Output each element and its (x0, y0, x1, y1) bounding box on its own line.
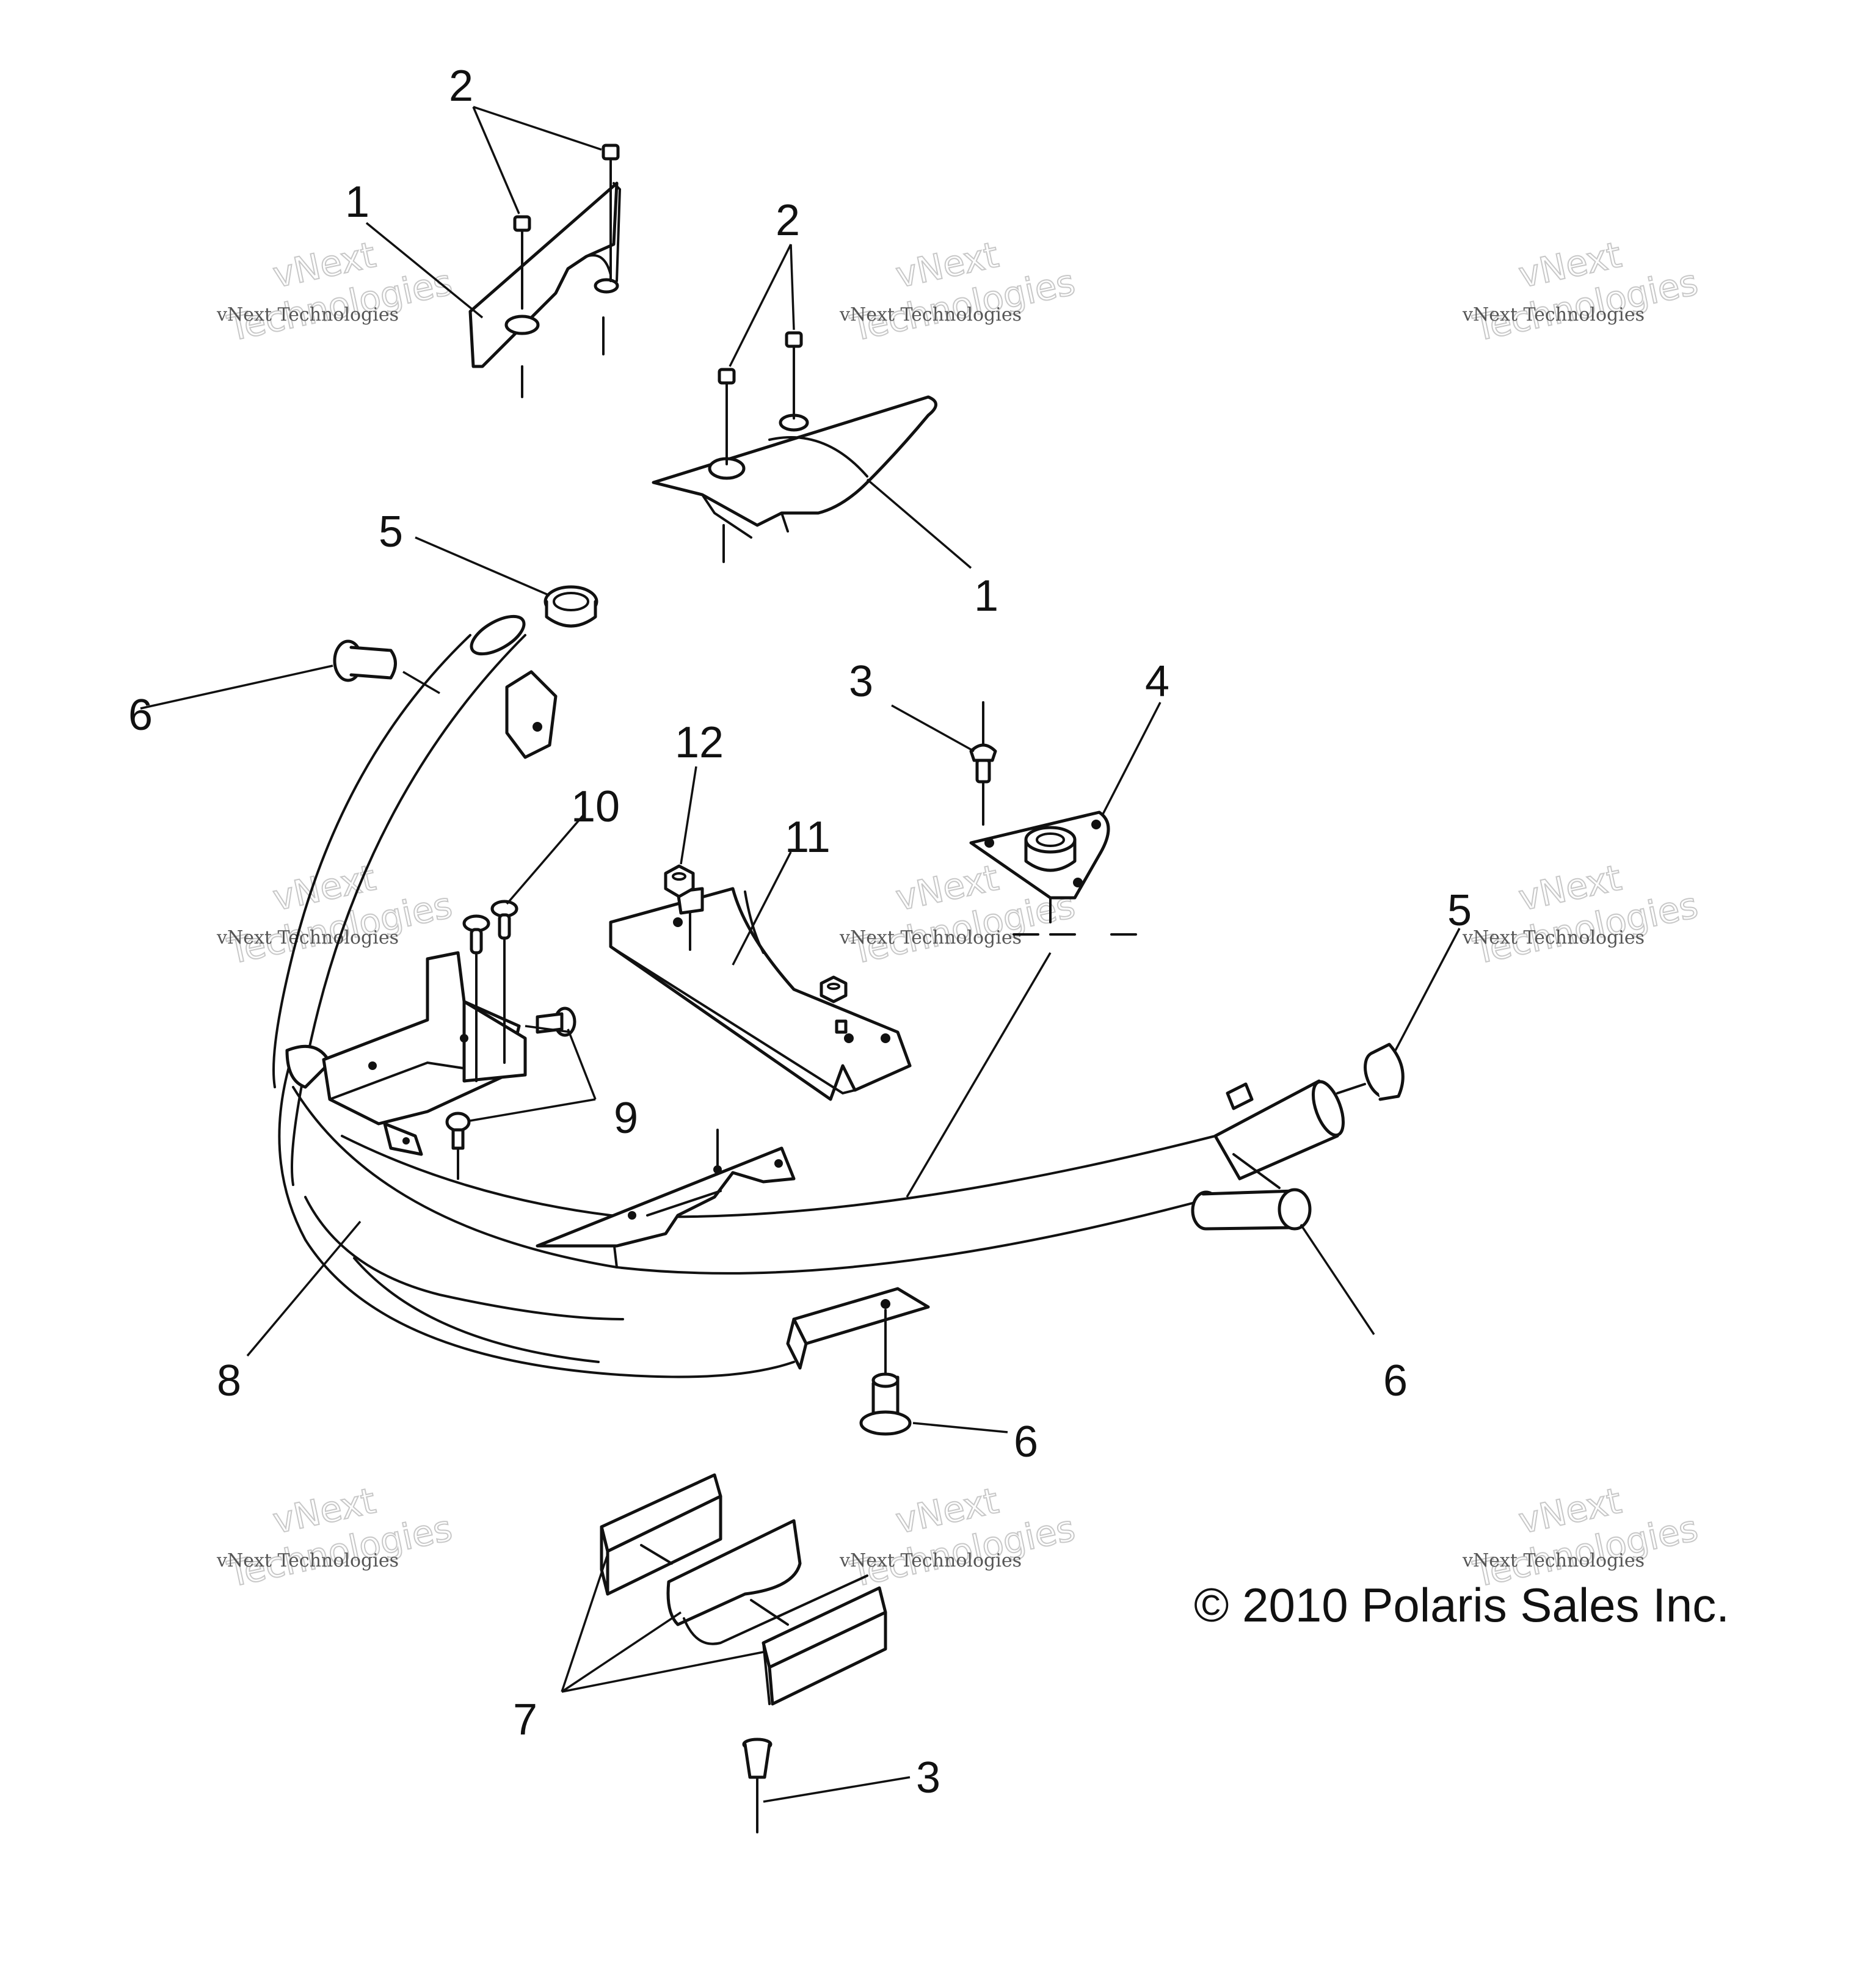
watermark-bottom-left: Technologies vNext vNext Technologies (216, 1479, 456, 1596)
watermark-top-left: Technologies vNext vNext Technologies (216, 233, 456, 350)
callout-8: 8 (217, 1356, 241, 1405)
callout-7: 7 (513, 1695, 537, 1744)
callout-11: 11 (785, 813, 831, 862)
callout-4: 4 (1145, 657, 1169, 706)
screw-part-2-b (602, 144, 620, 282)
nut-part-12-b (820, 975, 848, 1003)
screw-part-10-b (490, 900, 518, 1064)
lower-bracket (536, 1129, 796, 1248)
bolt-part-9-b (445, 1112, 471, 1180)
svg-text:vNext Technologies: vNext Technologies (216, 927, 399, 948)
callout-5-right: 5 (1447, 886, 1472, 935)
callout-1-top-left: 1 (345, 178, 369, 227)
nut-part-12 (664, 864, 695, 898)
bracket-left-part-1 (468, 181, 622, 398)
screw-part-2-c (718, 368, 736, 465)
svg-text:vNext Technologies: vNext Technologies (839, 927, 1022, 948)
svg-text:vNext Technologies: vNext Technologies (216, 304, 399, 326)
end-plug-part-5-upper (544, 585, 598, 628)
callout-3-upper: 3 (849, 657, 873, 706)
svg-text:vNext Technologies: vNext Technologies (1462, 927, 1645, 948)
callout-6-upper: 6 (128, 691, 153, 740)
rivet-part-3-upper (969, 701, 997, 826)
svg-text:vNext Technologies: vNext Technologies (1462, 304, 1645, 326)
svg-text:vNext Technologies: vNext Technologies (216, 1550, 399, 1571)
bumper-tube-part-8 (272, 614, 1345, 1378)
callout-2-center: 2 (776, 196, 800, 245)
svg-text:vNext Technologies: vNext Technologies (839, 304, 1022, 326)
callout-12: 12 (675, 718, 724, 767)
screw-part-2-d (785, 331, 803, 420)
mount-plate-part-4 (969, 810, 1137, 936)
bracket-part-9 (322, 951, 527, 1156)
bolt-part-6-right (1191, 1153, 1312, 1231)
mounting-plate-part-11 (609, 887, 912, 1101)
callout-labels: 2 1 2 1 5 6 3 4 12 10 11 5 9 8 6 6 7 3 (128, 62, 1472, 1802)
callout-9: 9 (614, 1094, 638, 1143)
watermark-bottom-center: Technologies vNext vNext Technologies (839, 1479, 1079, 1596)
cover-center-part-1 (652, 395, 937, 563)
screw-part-2-a (513, 215, 531, 310)
bolt-part-6-upper (333, 639, 397, 682)
callout-2-top-left: 2 (449, 62, 473, 111)
watermark-top-center: Technologies vNext vNext Technologies (839, 233, 1079, 350)
callout-3-lower: 3 (916, 1753, 940, 1802)
bolt-part-6-lower (859, 1372, 912, 1436)
wear-pads-part-7 (600, 1473, 887, 1706)
end-plug-part-5-right (1336, 1043, 1405, 1101)
svg-text:vNext Technologies: vNext Technologies (839, 1550, 1022, 1571)
rivet-part-3-lower (742, 1738, 773, 1833)
callout-5-upper: 5 (379, 508, 403, 556)
watermark-mid-right: Technologies vNext vNext Technologies (1462, 856, 1702, 973)
copyright-notice: © 2010 Polaris Sales Inc. (1194, 1578, 1729, 1632)
callout-1-center: 1 (974, 572, 998, 621)
callout-6-lower: 6 (1014, 1418, 1038, 1466)
svg-text:vNext Technologies: vNext Technologies (1462, 1550, 1645, 1571)
callout-10: 10 (571, 782, 620, 831)
screw-part-10-a (462, 914, 490, 1082)
watermark-top-right: Technologies vNext vNext Technologies (1462, 233, 1702, 350)
leader-lines (140, 106, 1461, 1803)
callout-6-right: 6 (1383, 1356, 1408, 1405)
